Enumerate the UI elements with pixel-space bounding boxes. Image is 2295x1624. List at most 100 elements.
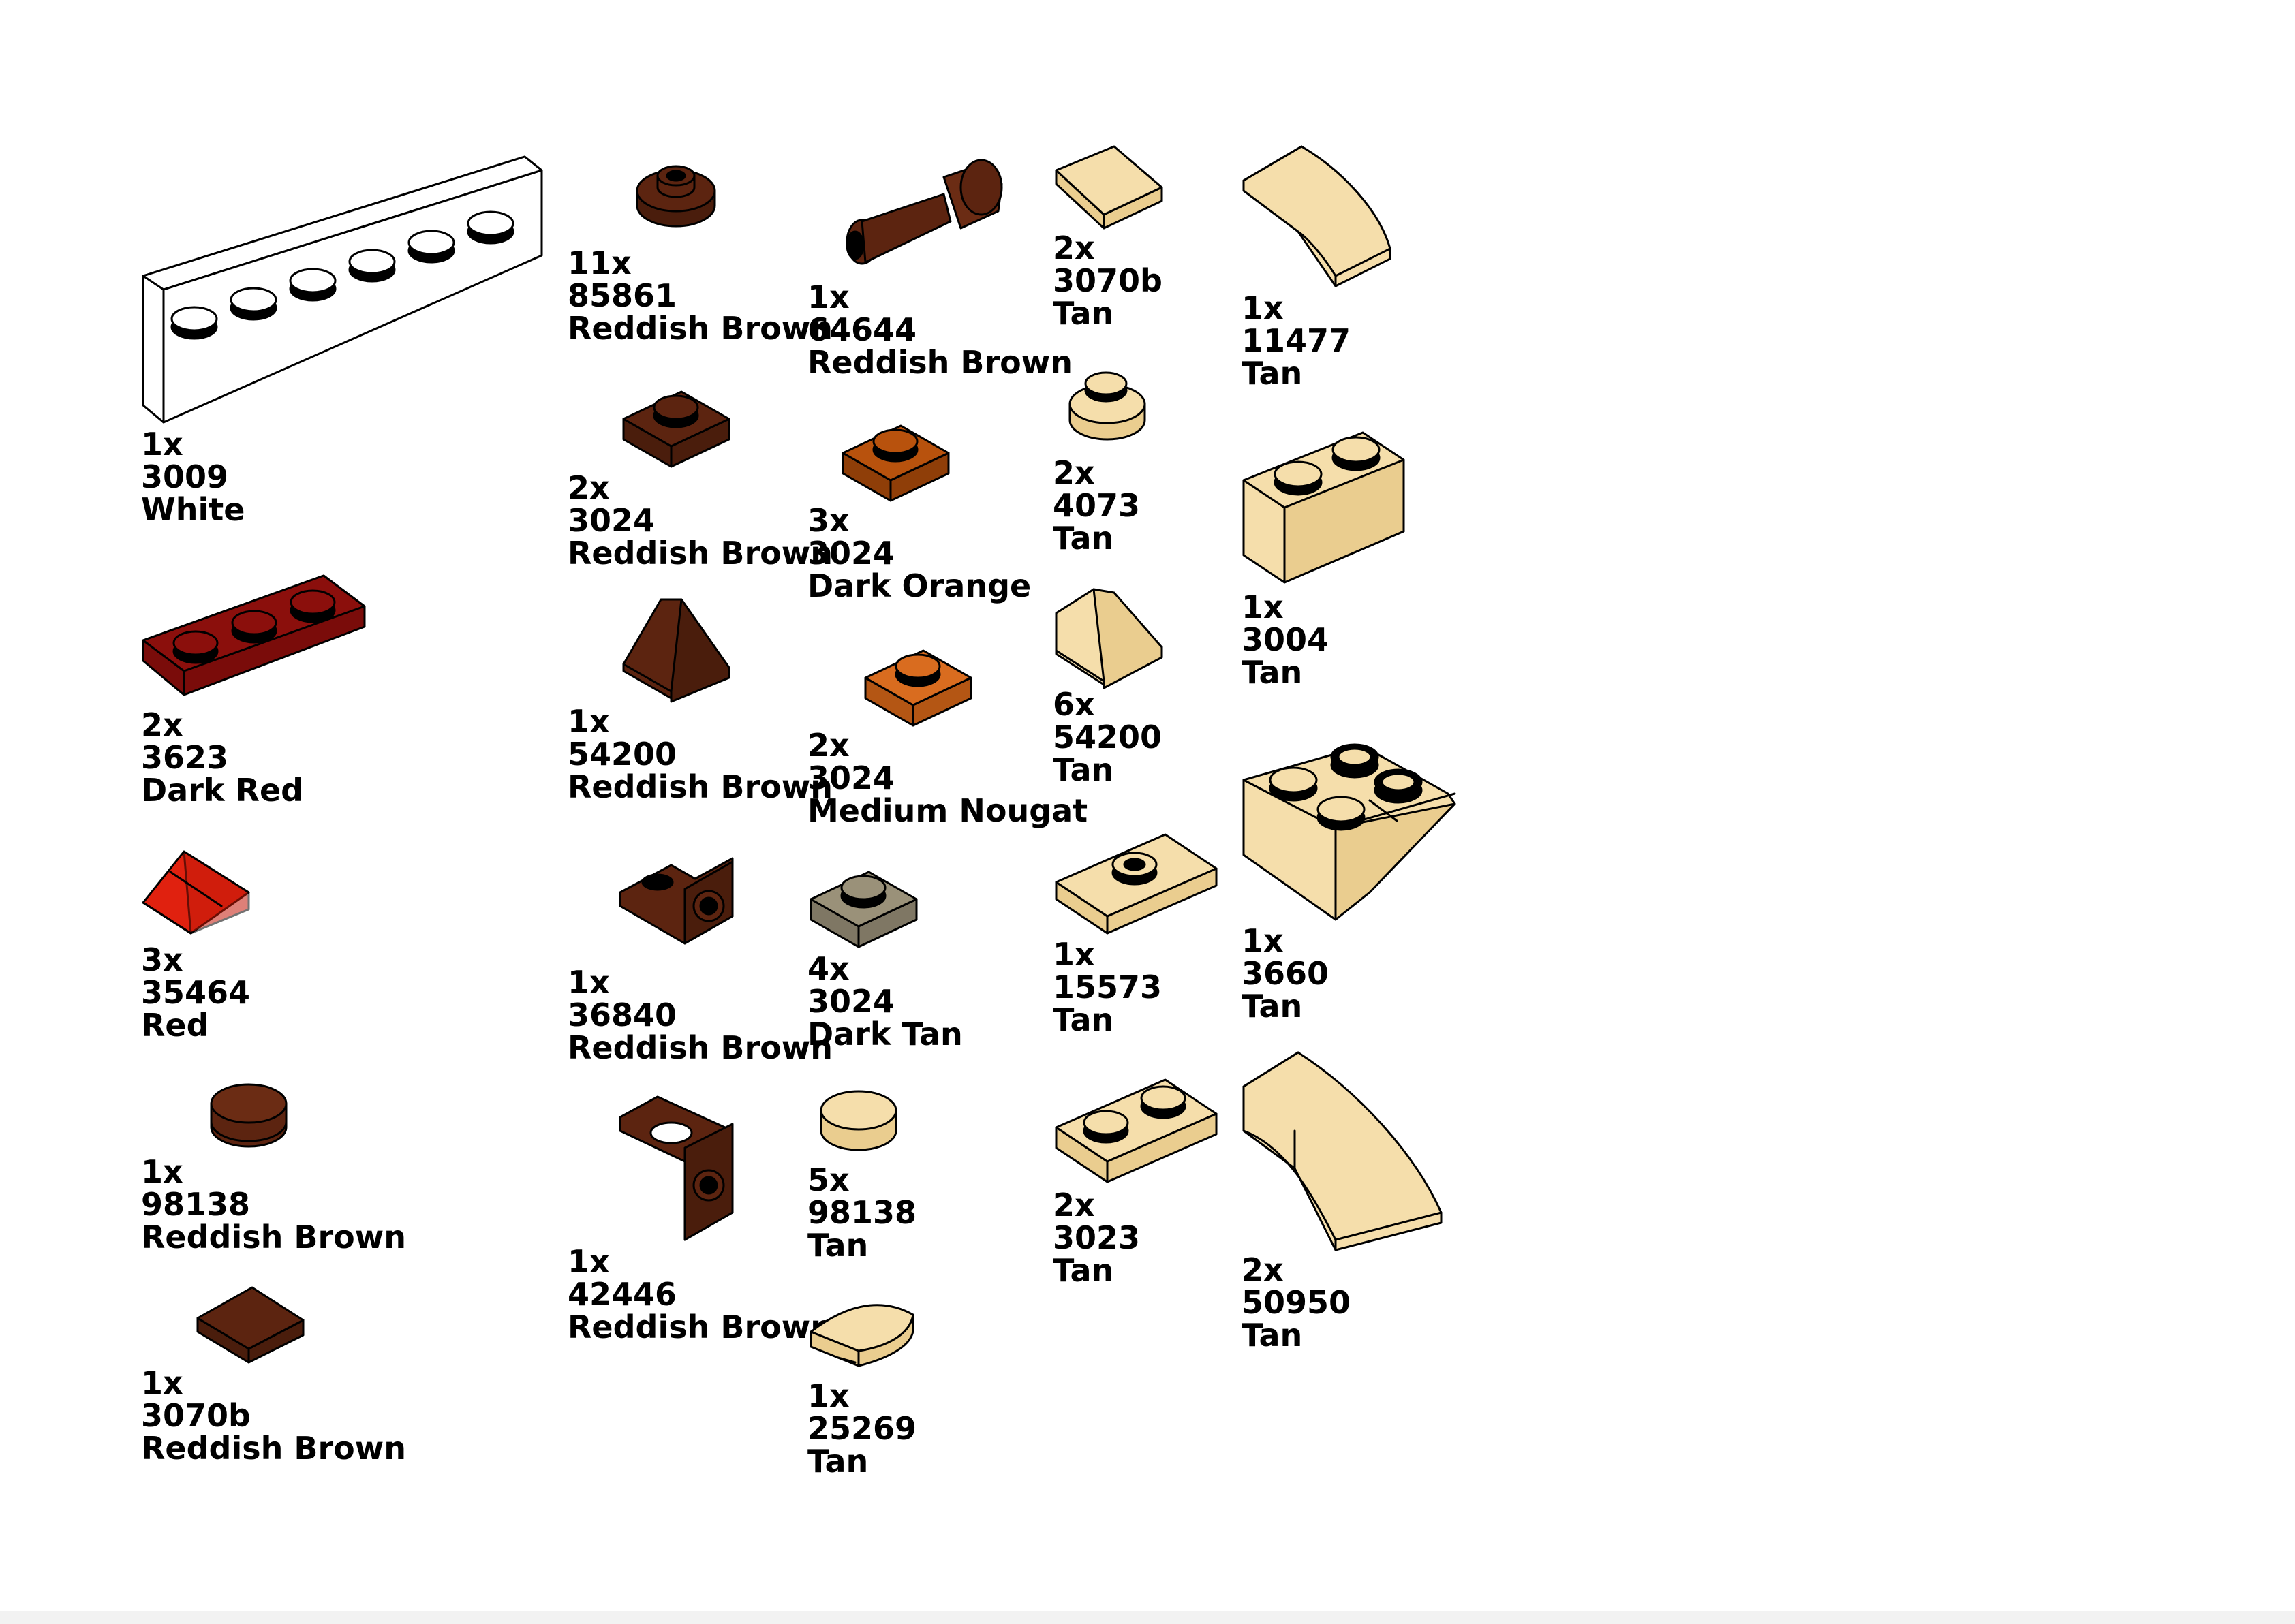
- plate-1x1-icon: [622, 390, 730, 468]
- part-id: 15573: [1053, 969, 1162, 1005]
- part-label: 1x 64644 Reddish Brown: [807, 281, 1073, 379]
- part-color: Tan: [1053, 751, 1114, 788]
- part-id: 54200: [568, 736, 677, 772]
- part-color: White: [141, 491, 245, 528]
- part-qty: 2x: [1053, 1187, 1095, 1223]
- part-id: 36840: [568, 997, 677, 1033]
- part-color: Red: [141, 1007, 209, 1044]
- part-qty: 2x: [141, 706, 183, 743]
- part-label: 3x 35464 Red: [141, 943, 250, 1042]
- part-qty: 2x: [1053, 230, 1095, 266]
- part-label: 1x 15573 Tan: [1053, 938, 1162, 1036]
- part-qty: 1x: [568, 703, 610, 740]
- part-color: Reddish Brown: [807, 344, 1073, 381]
- part-label: 1x 3660 Tan: [1242, 924, 1329, 1022]
- part-qty: 2x: [807, 727, 850, 764]
- part-qty: 4x: [807, 950, 850, 987]
- part-color: Tan: [1053, 1252, 1114, 1289]
- curved-slope-icon: [1242, 145, 1391, 287]
- round-plate-icon: [1068, 371, 1146, 441]
- part-label: 2x 50950 Tan: [1242, 1253, 1351, 1352]
- part-id: 3623: [141, 739, 229, 776]
- part-qty: 1x: [141, 426, 183, 463]
- part-id: 85861: [568, 277, 677, 314]
- part-color: Reddish Brown: [141, 1430, 406, 1467]
- bracket-hole-icon: [619, 1095, 734, 1241]
- part-qty: 5x: [807, 1161, 850, 1198]
- part-qty: 1x: [807, 279, 850, 315]
- part-label: 1x 98138 Reddish Brown: [141, 1155, 406, 1253]
- part-id: 25269: [807, 1410, 917, 1447]
- round-tile-icon: [820, 1090, 897, 1151]
- slope-1x1-icon: [1055, 588, 1163, 689]
- part-label: 1x 3009 White: [141, 428, 245, 526]
- part-label: 1x 3004 Tan: [1242, 591, 1329, 689]
- part-id: 3009: [141, 458, 229, 495]
- part-color: Reddish Brown: [568, 310, 833, 347]
- round-tile-icon: [210, 1083, 288, 1148]
- part-id: 3070b: [1053, 262, 1162, 299]
- part-label: 1x 42446 Reddish Brown: [568, 1245, 833, 1343]
- part-label: 1x 11477 Tan: [1242, 292, 1351, 390]
- part-color: Reddish Brown: [141, 1219, 406, 1255]
- part-label: 6x 54200 Tan: [1053, 688, 1162, 786]
- page-bottom-band: [0, 1611, 2295, 1624]
- part-label: 1x 25269 Tan: [807, 1379, 917, 1478]
- part-id: 50950: [1242, 1284, 1351, 1321]
- part-color: Tan: [1053, 1001, 1114, 1038]
- part-id: 3024: [807, 535, 895, 572]
- part-color: Reddish Brown: [568, 1029, 833, 1066]
- part-qty: 1x: [568, 1243, 610, 1280]
- part-color: Medium Nougat: [807, 792, 1088, 829]
- part-qty: 1x: [1053, 936, 1095, 973]
- part-color: Tan: [1053, 295, 1114, 332]
- part-color: Reddish Brown: [568, 1309, 833, 1345]
- part-qty: 1x: [1242, 290, 1284, 326]
- part-label: 3x 3024 Dark Orange: [807, 504, 1031, 602]
- part-label: 1x 36840 Reddish Brown: [568, 966, 833, 1064]
- part-id: 3024: [568, 502, 656, 539]
- part-qty: 2x: [1053, 454, 1095, 491]
- part-id: 3070b: [141, 1397, 251, 1434]
- part-color: Tan: [1242, 355, 1303, 392]
- tile-1x1-icon: [1055, 145, 1163, 230]
- part-id: 35464: [141, 974, 251, 1011]
- part-color: Tan: [1242, 654, 1303, 691]
- part-color: Reddish Brown: [568, 535, 833, 572]
- part-id: 54200: [1053, 719, 1162, 755]
- part-label: 2x 3024 Reddish Brown: [568, 471, 833, 569]
- part-qty: 1x: [568, 964, 610, 1001]
- plate-1x2-icon: [1055, 1078, 1218, 1183]
- jumper-plate-icon: [1055, 833, 1218, 935]
- part-color: Tan: [1242, 1317, 1303, 1354]
- part-qty: 3x: [807, 502, 850, 539]
- part-label: 4x 3024 Dark Tan: [807, 952, 963, 1050]
- part-id: 3004: [1242, 621, 1329, 658]
- curved-slope-1x3-icon: [1242, 1051, 1443, 1251]
- part-qty: 3x: [141, 941, 183, 978]
- part-id: 98138: [141, 1186, 251, 1223]
- part-qty: 1x: [141, 1153, 183, 1190]
- part-id: 11477: [1242, 322, 1351, 359]
- brick-1x2-icon: [1242, 431, 1405, 584]
- part-qty: 2x: [568, 469, 610, 506]
- part-label: 2x 3024 Medium Nougat: [807, 729, 1088, 827]
- part-id: 3024: [807, 760, 895, 796]
- part-color: Dark Red: [141, 772, 304, 809]
- part-color: Dark Tan: [807, 1016, 963, 1052]
- part-qty: 11x: [568, 245, 632, 281]
- plate-1x1-icon: [810, 871, 918, 948]
- part-qty: 2x: [1242, 1251, 1284, 1288]
- part-label: 2x 3023 Tan: [1053, 1189, 1140, 1287]
- part-color: Tan: [1053, 520, 1114, 557]
- slope-wedge-icon: [142, 850, 250, 935]
- quarter-round-tile-icon: [810, 1304, 914, 1367]
- part-label: 1x 3070b Reddish Brown: [141, 1367, 406, 1465]
- part-id: 4073: [1053, 487, 1141, 524]
- part-id: 3023: [1053, 1219, 1141, 1256]
- part-qty: 1x: [1242, 922, 1284, 959]
- telescope-icon: [846, 159, 1003, 265]
- part-color: Tan: [807, 1227, 869, 1264]
- brick-1x6-icon: [142, 155, 543, 424]
